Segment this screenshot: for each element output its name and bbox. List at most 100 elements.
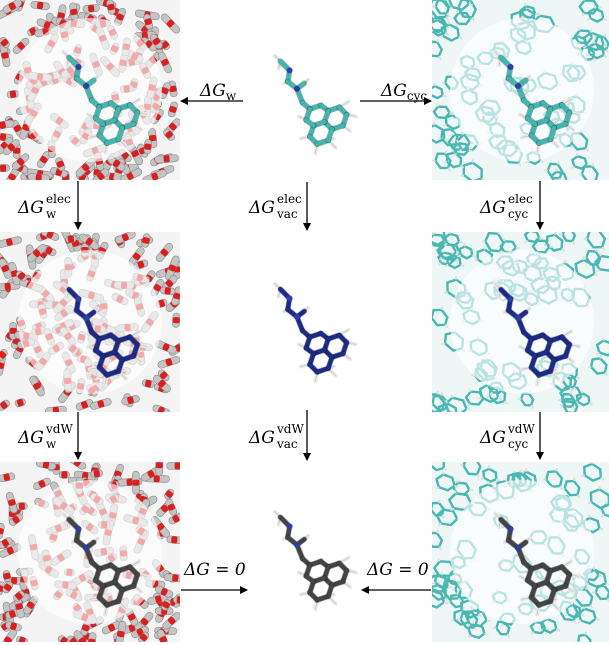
panel-water-elec-off	[0, 232, 180, 412]
water-molecule	[12, 37, 30, 55]
cyclohexane-molecule	[581, 462, 605, 483]
water-molecule	[5, 621, 22, 632]
water-molecule	[168, 513, 180, 525]
cyclohexane-molecule	[519, 2, 540, 20]
water-molecule	[13, 590, 25, 602]
label-dg-water-elec-sub: w	[46, 207, 57, 221]
water-molecule	[0, 164, 10, 173]
water-molecule	[155, 243, 173, 262]
panel-cyclohexane-elec-off	[432, 232, 609, 412]
label-dg-cyc-vdw-main: ΔG	[479, 428, 506, 448]
panel-vacuum-vdw-off	[272, 509, 358, 612]
water-molecule	[160, 39, 170, 50]
water-molecule	[155, 462, 164, 477]
water-molecule	[12, 142, 21, 159]
label-dg-water-vdw-sub: w	[46, 437, 57, 451]
water-molecule	[155, 585, 174, 598]
label-dg-water: ΔGw	[199, 81, 237, 103]
water-molecule	[143, 139, 152, 155]
water-molecule	[161, 599, 171, 611]
water-molecule	[162, 611, 180, 630]
ligand-molecule	[61, 281, 149, 387]
cyclohexane-molecule	[591, 33, 609, 54]
cyclohexane-molecule	[523, 232, 544, 244]
water-molecule	[121, 395, 140, 406]
water-molecule	[82, 4, 100, 13]
cyclohexane-molecule	[550, 168, 571, 180]
cyclohexane-molecule	[432, 150, 452, 172]
water-molecule	[5, 609, 20, 619]
water-molecule	[6, 90, 20, 99]
water-molecule	[2, 0, 22, 14]
label-dg-cyc-elec-sup: elec	[508, 192, 533, 206]
water-molecule	[65, 235, 77, 244]
cyclohexane-molecule	[432, 82, 447, 100]
water-molecule	[150, 33, 163, 49]
water-molecule	[33, 477, 51, 491]
water-molecule	[157, 369, 170, 382]
water-molecule	[57, 635, 70, 642]
water-molecule	[172, 312, 180, 328]
water-molecule	[9, 513, 23, 526]
water-molecule	[171, 286, 180, 306]
water-molecule	[14, 398, 26, 408]
water-molecule	[131, 470, 140, 495]
label-dg-vac-elec-sup: elec	[277, 192, 302, 206]
water-molecule	[5, 491, 18, 514]
water-molecule	[16, 635, 29, 642]
water-molecule	[2, 139, 20, 156]
water-molecule	[0, 399, 10, 411]
water-molecule	[2, 581, 14, 594]
label-dg-water-vdw-main: ΔG	[17, 428, 44, 448]
label-dg-zero-left: ΔG = 0	[183, 560, 246, 580]
water-molecule	[166, 462, 180, 470]
water-molecule	[69, 2, 79, 22]
cyclohexane-molecule	[578, 0, 603, 17]
label-dg-cyc-elec-main: ΔG	[479, 198, 506, 218]
panel-water-full	[0, 0, 180, 180]
cyclohexane-molecule	[432, 390, 446, 412]
water-molecule	[133, 259, 149, 270]
label-dg-vac-elec: ΔG elec vac	[248, 192, 302, 221]
water-molecule	[114, 232, 136, 244]
water-molecule	[0, 43, 11, 68]
water-molecule	[157, 355, 180, 369]
panel-cyclohexane-vdw-off	[432, 462, 609, 642]
cyclohexane-molecule	[432, 462, 448, 472]
cyclohexane-molecule	[439, 20, 463, 42]
cyclohexane-molecule	[480, 465, 501, 483]
cyclohexane-molecule	[432, 38, 444, 61]
ligand-molecule	[61, 511, 149, 617]
water-molecule	[142, 169, 167, 180]
water-molecule	[106, 0, 116, 15]
water-molecule	[156, 629, 170, 642]
cyclohexane-molecule	[443, 232, 464, 248]
cyclohexane-molecule	[559, 232, 577, 246]
cyclohexane-solvent-box	[432, 232, 609, 412]
water-molecule	[40, 232, 60, 241]
water-molecule	[58, 470, 70, 479]
label-dg-vac-elec-sub: vac	[276, 207, 298, 221]
water-molecule	[11, 153, 30, 171]
water-molecule	[173, 596, 180, 604]
water-molecule	[0, 472, 16, 483]
water-molecule	[16, 502, 28, 511]
water-molecule	[165, 498, 178, 516]
cyclohexane-molecule	[437, 399, 459, 412]
water-molecule	[55, 157, 66, 172]
cyclohexane-molecule	[432, 306, 449, 329]
water-molecule	[164, 488, 175, 500]
water-molecule	[160, 13, 180, 34]
water-molecule	[0, 349, 8, 361]
cyclohexane-molecule	[574, 631, 592, 642]
label-dg-cyc-vdw: ΔG vdW cyc	[479, 422, 535, 451]
water-molecule	[66, 635, 80, 642]
label-dg-zero-right: ΔG = 0	[366, 560, 429, 580]
cyclohexane-molecule	[432, 499, 446, 519]
water-molecule	[27, 244, 47, 263]
label-dg-water-elec-sup: elec	[46, 192, 71, 206]
label-dg-vac-vdw-sup: vdW	[276, 422, 304, 436]
label-dg-vac-vdw-main: ΔG	[248, 428, 275, 448]
water-molecule	[152, 404, 171, 412]
water-molecule	[36, 151, 51, 168]
